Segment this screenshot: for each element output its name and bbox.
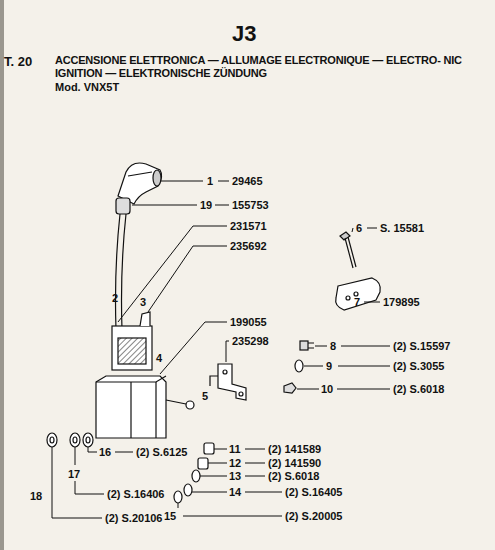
washer — [295, 360, 303, 372]
part-number: (2) S.16405 — [285, 486, 342, 499]
part-number: (2) S.20106 — [105, 512, 162, 525]
callout-number: 7 — [354, 296, 360, 309]
part-number: 231571 — [230, 220, 267, 233]
table-number: T. 20 — [4, 54, 32, 69]
part-number: (2) S.15597 — [393, 340, 450, 353]
page-binding — [0, 0, 4, 550]
nut — [284, 383, 296, 393]
part-number: (2) 141590 — [268, 457, 321, 470]
bolt — [300, 341, 314, 350]
callout-number: 14 — [229, 486, 241, 499]
callout-number: 12 — [229, 457, 241, 470]
coil-tower — [112, 312, 152, 370]
part-number: 235298 — [232, 335, 269, 348]
callout-number: 15 — [164, 510, 176, 523]
page-code: J3 — [232, 22, 256, 46]
callout-number: 6 — [356, 222, 362, 235]
screw — [340, 232, 356, 268]
callout-number: 3 — [140, 296, 146, 309]
washer — [70, 433, 80, 447]
callout-number: 5 — [202, 390, 208, 403]
part-number: (2) S.6018 — [393, 383, 444, 396]
callout-number: 1 — [207, 175, 213, 188]
callout-number: 2 — [112, 292, 118, 305]
part-number: (2) S.6018 — [268, 470, 319, 483]
ht-wire — [116, 214, 127, 330]
washer — [184, 484, 192, 496]
model-label: Mod. VNX5T — [55, 81, 119, 94]
ignition-coil — [96, 376, 194, 438]
callout-number: 4 — [156, 352, 162, 365]
part-number: 235692 — [230, 240, 267, 253]
callout-number: 11 — [229, 443, 241, 456]
washer — [83, 433, 93, 447]
part-number: 155753 — [232, 199, 269, 212]
callout-number: 19 — [200, 199, 212, 212]
part-number: 179895 — [383, 296, 420, 309]
part-number: (2) 141589 — [268, 443, 321, 456]
callout-number: 17 — [68, 468, 80, 481]
washer — [47, 433, 57, 447]
callout-number: 10 — [321, 383, 333, 396]
callout-number: 9 — [326, 360, 332, 373]
leader-lines — [52, 181, 390, 518]
callout-number: 18 — [30, 490, 42, 503]
part-number: S. 15581 — [380, 222, 424, 235]
callout-number: 8 — [330, 340, 336, 353]
cap-sleeve — [116, 198, 130, 214]
washer — [174, 491, 182, 503]
mounting-bracket — [210, 364, 246, 400]
spacer — [204, 443, 214, 454]
washer — [192, 470, 200, 482]
part-number: 199055 — [230, 316, 267, 329]
callout-number: 13 — [229, 470, 241, 483]
electronic-module — [336, 278, 381, 310]
part-number: 29465 — [232, 175, 263, 188]
part-number: (2) S.3055 — [393, 360, 444, 373]
part-number: (2) S.16406 — [107, 488, 164, 501]
title: ACCENSIONE ELETTRONICA — ALLUMAGE ELECTR… — [55, 54, 480, 80]
part-number: (2) S.6125 — [136, 446, 187, 459]
callout-number: 16 — [99, 446, 111, 459]
spacer — [198, 458, 208, 469]
part-number: (2) S.20005 — [285, 510, 342, 523]
